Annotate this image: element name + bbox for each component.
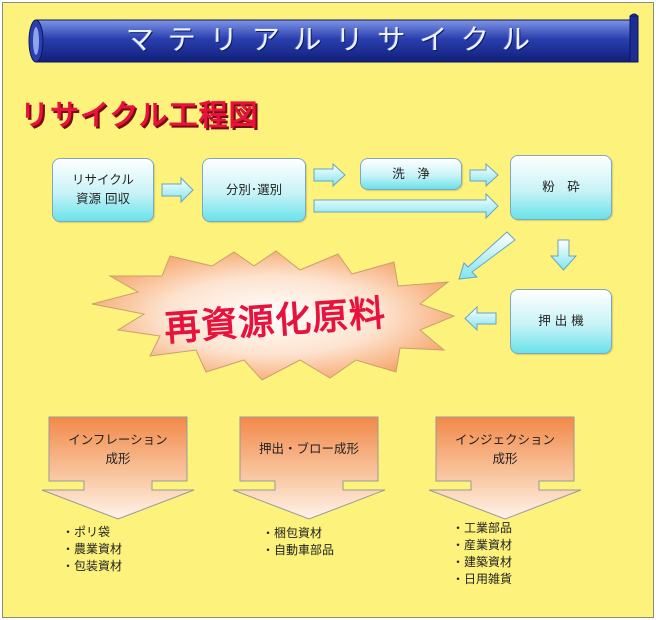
arrow-crushing-to-center	[458, 231, 516, 280]
list-item: 農業資材	[62, 541, 122, 558]
process-block-inflation	[41, 416, 195, 520]
step-crushing: 粉 砕	[510, 155, 612, 220]
process-block-extrusion	[232, 416, 386, 520]
list-item: 日用雑貨	[452, 571, 512, 588]
list-item: 自動車部品	[262, 542, 334, 559]
list-item: 建築資材	[452, 554, 512, 571]
arrow-washing-to-crushing	[469, 162, 499, 188]
list-item: 包装資材	[62, 558, 122, 575]
arrow-sorting-to-washing	[313, 162, 346, 188]
arrow-crushing-to-extruder	[549, 239, 578, 271]
list-item: 工業部品	[452, 520, 512, 537]
list-item: 産業資材	[452, 537, 512, 554]
process-block-injection	[428, 416, 582, 520]
raw-material-starburst	[91, 250, 456, 381]
process-blocks	[41, 416, 582, 520]
title-banner	[28, 13, 639, 63]
arrow-extruder-to-center	[464, 305, 497, 332]
arrow-resource-to-sorting	[161, 176, 194, 204]
arrow-sorting-to-crushing	[313, 192, 499, 220]
process-label-extrusion: 押出・ブロー成形	[258, 441, 359, 457]
flow-arrows	[161, 162, 578, 332]
product-list-inflation: ポリ袋 農業資材 包装資材	[62, 524, 122, 575]
step-extruder: 押 出 機	[510, 289, 612, 354]
diagram-heading: リサイクル工程図	[20, 98, 259, 132]
process-label-injection: インジェクション 成形	[454, 431, 555, 466]
step-sorting: 分別･選別	[202, 158, 306, 222]
banner-title: マテリアルリサイクル	[125, 23, 545, 56]
product-list-injection: 工業部品 産業資材 建築資材 日用雑貨	[452, 520, 512, 588]
product-list-extrusion: 梱包資材 自動車部品	[262, 525, 334, 559]
list-item: 梱包資材	[262, 525, 334, 542]
process-label-inflation: インフレーション 成形	[68, 431, 168, 466]
step-resource-collection: リサイクル 資源 回収	[52, 158, 154, 222]
list-item: ポリ袋	[62, 524, 122, 541]
step-washing: 洗 浄	[360, 158, 462, 190]
